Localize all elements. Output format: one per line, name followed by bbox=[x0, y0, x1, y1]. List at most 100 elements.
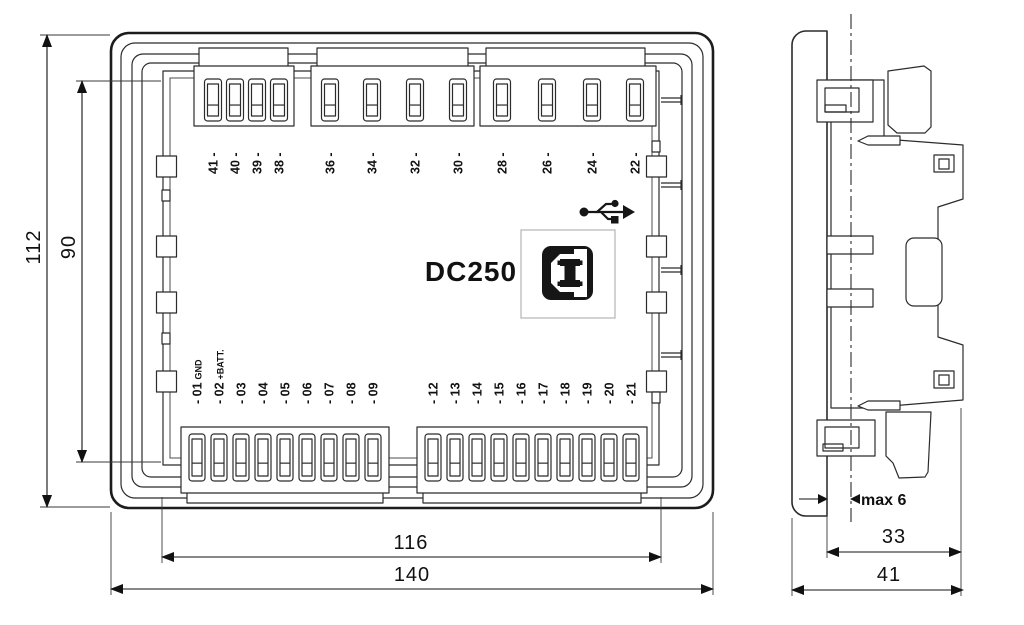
terminal-pin-label: 34 - bbox=[366, 152, 380, 174]
terminal-pin-slot bbox=[471, 438, 483, 477]
dimension-panel-thickness: max 6 bbox=[799, 492, 906, 509]
terminal-pin-body bbox=[556, 433, 574, 482]
panel-tick-right bbox=[661, 350, 682, 360]
terminal-pin-slot bbox=[257, 438, 269, 477]
terminal-pin-body bbox=[468, 433, 486, 482]
panel-nub-right bbox=[651, 391, 661, 404]
terminal-pin-body bbox=[298, 433, 316, 482]
terminal-pin bbox=[582, 78, 602, 122]
terminal-pin-slot bbox=[250, 83, 264, 117]
side-extension-lines bbox=[791, 408, 962, 596]
terminal-pin-slot bbox=[365, 83, 379, 117]
terminal-pin-slot bbox=[272, 83, 286, 117]
panel-nub-right bbox=[651, 140, 661, 153]
terminal-pin-body bbox=[247, 78, 267, 122]
terminal-pin-slot bbox=[515, 438, 527, 477]
terminal-pin-slot bbox=[625, 438, 637, 477]
panel-tick-right bbox=[661, 265, 682, 275]
terminal-pin-slot bbox=[235, 438, 247, 477]
terminal-pin bbox=[298, 433, 316, 482]
dim-41-label: 41 bbox=[877, 564, 901, 586]
dimension-body-depth: 33 bbox=[826, 526, 962, 557]
terminal-pin-body bbox=[448, 78, 468, 122]
terminal-pin-label: - 19 bbox=[581, 382, 595, 404]
side-front-panel bbox=[791, 30, 828, 517]
panel-clip-right bbox=[645, 370, 668, 393]
terminal-pin-label: - 08 bbox=[345, 382, 359, 404]
terminal-pin-slot bbox=[323, 438, 335, 477]
terminal-pin-label: 38 - bbox=[273, 152, 287, 174]
terminal-pin bbox=[625, 78, 645, 122]
terminal-pin-body bbox=[424, 433, 442, 482]
dim-116-label: 116 bbox=[394, 532, 429, 554]
terminal-pin-body bbox=[232, 433, 250, 482]
terminal-pin bbox=[446, 433, 464, 482]
terminal-pin-body bbox=[210, 433, 228, 482]
terminal-pin-body bbox=[622, 433, 640, 482]
terminal-pin-label: 22 - bbox=[629, 152, 643, 174]
terminal-pin-slot bbox=[540, 83, 554, 117]
terminal-pin bbox=[468, 433, 486, 482]
side-mount-tab-upper bbox=[826, 235, 874, 255]
terminal-pin-slot bbox=[581, 438, 593, 477]
terminal-pin-body bbox=[269, 78, 289, 122]
terminal-pin bbox=[320, 78, 340, 122]
terminal-pin bbox=[622, 433, 640, 482]
terminal-pin bbox=[600, 433, 618, 482]
terminal-pin bbox=[232, 433, 250, 482]
side-terminal-plug-top bbox=[887, 65, 932, 134]
terminal-pin bbox=[362, 78, 382, 122]
terminal-pin bbox=[405, 78, 425, 122]
rear-view: 41 -40 -39 -38 -36 -34 -32 -30 -28 -26 -… bbox=[23, 31, 715, 595]
terminal-pin-slot bbox=[213, 438, 225, 477]
terminal-pin-label: - 07 bbox=[323, 382, 337, 404]
terminal-pin-label: 40 - bbox=[229, 152, 243, 174]
terminal-pin-label: 26 - bbox=[541, 152, 555, 174]
terminal-pin-slot bbox=[427, 438, 439, 477]
terminal-pin-slot bbox=[628, 83, 642, 117]
side-mount-tab-lower bbox=[826, 288, 874, 308]
dim-90-label: 90 bbox=[58, 235, 80, 259]
terminal-pin bbox=[490, 433, 508, 482]
terminal-pin-label: - 01GND bbox=[191, 359, 205, 404]
terminal-pin bbox=[578, 433, 596, 482]
dimension-overall-height: 112 bbox=[23, 34, 110, 508]
terminal-pin-body bbox=[512, 433, 530, 482]
terminal-pin bbox=[210, 433, 228, 482]
terminal-pin-label: - 14 bbox=[471, 382, 485, 404]
terminal-pin-slot bbox=[493, 438, 505, 477]
terminal-pin bbox=[364, 433, 382, 482]
terminal-pins bbox=[188, 78, 645, 482]
terminal-pin bbox=[247, 78, 267, 122]
terminal-pin-body bbox=[203, 78, 223, 122]
terminal-pin-slot bbox=[345, 438, 357, 477]
terminal-pin-slot bbox=[585, 83, 599, 117]
side-chassis-tab-bottom bbox=[857, 400, 901, 411]
terminal-pin bbox=[448, 78, 468, 122]
terminal-pin-label: - 13 bbox=[449, 382, 463, 404]
terminal-pin-slot bbox=[451, 83, 465, 117]
terminal-pin-body bbox=[600, 433, 618, 482]
terminal-pin-label: - 05 bbox=[279, 382, 293, 404]
side-center-boss bbox=[905, 237, 943, 307]
side-view: max 6 33 41 bbox=[791, 14, 964, 596]
panel-clip-left bbox=[155, 291, 178, 314]
terminal-pin bbox=[269, 78, 289, 122]
terminal-pin-slot bbox=[323, 83, 337, 117]
terminal-pin-label: - 18 bbox=[559, 382, 573, 404]
usb-type-b-port-icon bbox=[520, 229, 616, 319]
panel-clip-left bbox=[155, 370, 178, 393]
dimension-overall-depth: 41 bbox=[791, 564, 964, 595]
terminal-pin bbox=[492, 78, 512, 122]
terminal-pin-slot bbox=[537, 438, 549, 477]
terminal-pin-label-suffix: GND bbox=[194, 359, 204, 380]
terminal-pin-slot bbox=[367, 438, 379, 477]
terminal-pin bbox=[534, 433, 552, 482]
terminal-pin-label: - 09 bbox=[367, 382, 381, 404]
terminal-pin-body bbox=[625, 78, 645, 122]
terminal-pin bbox=[254, 433, 272, 482]
panel-nub-left bbox=[161, 332, 171, 345]
terminal-pin-slot bbox=[191, 438, 203, 477]
model-label: DC250 bbox=[425, 256, 517, 287]
